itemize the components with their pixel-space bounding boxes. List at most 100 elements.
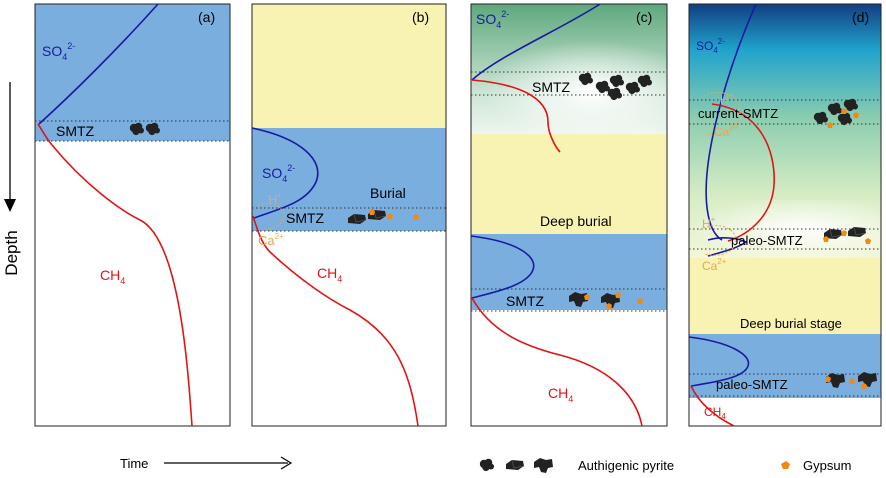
proton-label-lower-main: H [702,217,711,231]
burial-label: Burial [370,185,406,201]
sulfate-label-sup: 2- [501,9,509,19]
smtz-label: SMTZ [56,123,95,139]
proton-label-lower: H+ [702,215,716,231]
panel-tag: (a) [198,9,215,25]
burial-zone [252,4,446,128]
proton-label: H+ [268,191,282,207]
calcium-label-upper: Ca2+ [714,123,739,139]
sulfate-label-main: SO [696,39,713,53]
calcium-label-upper-main: Ca [714,125,730,139]
smtz-band [35,120,230,142]
methane-label-main: CH [100,267,120,283]
sulfate-label: SO42- [696,37,725,55]
deep-burial-label: Deep burial [540,213,612,229]
methane-label-sub: 4 [120,276,125,286]
panel-frame [470,3,668,427]
gypsum-legend-label: Gypsum [803,458,851,473]
sulfate-curve [38,3,159,125]
methane-curve-upper [471,79,561,153]
gypsum-cluster [369,209,419,220]
sulfate-label-main: SO [42,43,62,59]
panel-a: (a) SO42- SMTZ CH4 [34,3,231,427]
methane-label-sub: 4 [568,394,573,404]
sulfate-curve-lower [688,336,750,387]
sulfate-label-sub: 4 [62,52,67,62]
methane-curve-lower [471,297,643,427]
methane-label-main: CH [548,385,568,401]
sulfate-label-sup: 2- [718,37,725,46]
methane-label: CH4 [704,405,726,421]
calcium-label-upper-sup: 2+ [729,123,738,132]
burial-zone [471,134,667,234]
sulfate-label: SO42- [262,163,295,184]
smtz-label: SMTZ [286,210,325,226]
methane-label-sub: 4 [337,274,342,284]
sulfate-label-sub: 4 [496,20,501,30]
methane-curve [37,123,193,427]
gypsum-cluster [823,108,871,389]
gypsum-cluster [584,292,643,309]
pyrite-legend-icons [479,458,553,473]
smtz-band-paleo-1 [689,228,881,250]
panel-tag: (b) [412,9,429,25]
proton-label-lower-sup: + [711,215,716,224]
smtz-band-upper [471,71,667,96]
methane-label: CH4 [317,265,342,284]
sulfate-curve-mid [707,237,748,257]
calcium-label: Ca2+ [258,232,284,248]
time-axis: Time [120,456,293,471]
deep-burial-stage-label: Deep burial stage [740,316,842,331]
methane-curve-upper [711,103,775,242]
panel-tag: (c) [636,9,652,25]
sulfate-zone [689,334,881,398]
panel-c: (c) SO42- SMTZ Deep burial SMTZ CH4 [470,3,668,427]
sulfate-label: SO42- [42,41,75,62]
methane-label: CH4 [548,385,573,404]
ion-exchange-arc-upper [699,91,741,136]
pyrite-legend-label: Authigenic pyrite [578,458,674,473]
sulfate-label-main: SO [262,165,282,181]
gypsum-legend-icon [781,461,790,469]
calcium-label-lower: Ca2+ [702,257,727,273]
methane-label-sub: 4 [721,412,726,421]
legend: Authigenic pyrite Gypsum [479,458,851,473]
smtz-band-paleo-2 [689,373,881,397]
proton-label-upper-main: H [720,93,729,107]
sulfate-label-sup: 2- [287,163,295,173]
sulfate-label: SO42- [476,9,509,30]
sulfate-label-main: SO [476,11,496,27]
paleo-smtz-label-lower: paleo-SMTZ [716,377,788,392]
sulfate-curve-upper [705,3,757,241]
methane-label-main: CH [704,405,721,419]
proton-label-sup: + [277,191,282,200]
proton-label-upper: H+ [720,91,734,107]
sulfate-label-sub: 4 [713,46,718,55]
panel-b: (b) SO42- Burial H+ SMTZ Ca2+ CH4 [251,3,447,427]
current-smtz-label: current-SMTZ [698,106,778,121]
methane-label-main: CH [317,265,337,281]
panel-frame [688,3,882,427]
sulfate-curve [251,127,319,219]
methane-curve-lower [690,385,735,427]
sulfate-curve-lower [470,235,535,299]
smtz-label-upper: SMTZ [532,79,571,95]
calcium-label-main: Ca [258,233,275,248]
ion-exchange-arc [257,203,285,231]
panel-d: (d) SO42- H+ current-SMTZ Ca2+ H+ paleo-… [688,3,882,427]
sulfate-zone [35,4,230,141]
time-label: Time [120,456,148,471]
panel-frame [251,3,447,427]
depth-label: Depth [2,230,21,275]
calcium-label-sup: 2+ [275,232,284,241]
calcium-label-lower-main: Ca [702,259,718,273]
paleo-smtz-label-upper: paleo-SMTZ [731,233,803,248]
sulfate-label-sup: 2- [67,41,75,51]
depth-axis: Depth [2,82,21,276]
sulfate-curve-upper [471,3,601,81]
sulfate-label-sub: 4 [282,174,287,184]
panel-frame [34,3,231,427]
smtz-label-lower: SMTZ [506,293,545,309]
proton-label-upper-sup: + [729,91,734,100]
sulfate-zone [252,128,446,231]
